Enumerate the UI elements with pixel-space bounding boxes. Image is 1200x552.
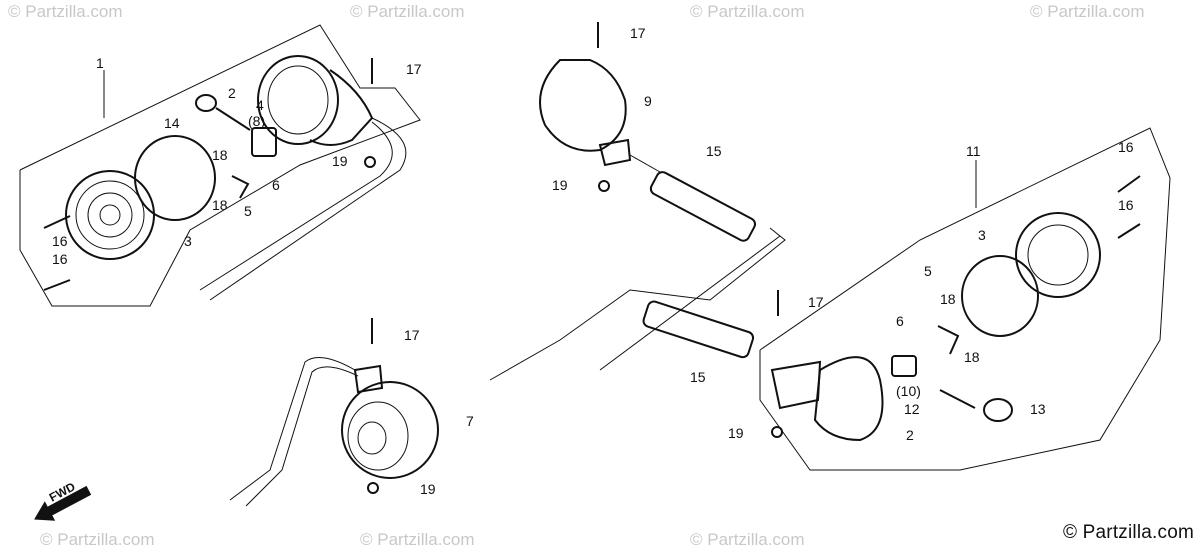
lens-rib	[347, 401, 409, 471]
callout-label: 17	[630, 25, 646, 41]
callout-label: 3	[978, 227, 986, 243]
watermark: © Partzilla.com	[690, 530, 805, 549]
relay-15-bottom	[642, 300, 755, 359]
left-assembly: 1 2 4 (8) 14 17 18 6 18 5 19 16 3 16	[19, 24, 422, 307]
watermark: © Partzilla.com	[1030, 2, 1145, 21]
wire-lead	[229, 357, 356, 501]
mount-bracket	[598, 138, 632, 167]
mount-bracket	[770, 360, 822, 410]
watermark: © Partzilla.com	[8, 2, 123, 21]
callout-label: 6	[272, 177, 280, 193]
wire-lead	[629, 154, 661, 173]
bulb-13	[983, 398, 1013, 422]
callout-label: 16	[1118, 139, 1134, 155]
fwd-arrow: FWD	[34, 479, 92, 521]
callout-label: 16	[52, 233, 68, 249]
wire-lead	[245, 366, 359, 507]
callout-label: 19	[420, 481, 436, 497]
lens-rib	[1027, 224, 1089, 286]
watermark-group: © Partzilla.com © Partzilla.com © Partzi…	[8, 2, 1145, 549]
lens-center	[357, 421, 387, 455]
wire-lead	[489, 227, 786, 381]
nut-19	[771, 426, 783, 438]
callout-label: 18	[964, 349, 980, 365]
copyright-text: © Partzilla.com	[1062, 522, 1194, 543]
arrow-icon	[34, 485, 92, 521]
callout-label: 2	[906, 427, 914, 443]
callout-label: 17	[808, 294, 824, 310]
callout-label: 5	[244, 203, 252, 219]
callout-label: 17	[406, 61, 422, 77]
callout-label: 6	[896, 313, 904, 329]
screw-16	[1117, 223, 1141, 239]
callout-label: 4	[256, 97, 264, 113]
lower-left-assembly: 17 7 19	[229, 318, 474, 507]
turn-signal-7	[341, 381, 439, 479]
callout-label: (10)	[896, 383, 921, 399]
assembly-outline-1	[19, 24, 421, 307]
callout-label: 15	[706, 143, 722, 159]
socket	[251, 127, 277, 157]
relay-15-top	[649, 171, 757, 242]
callout-label: 9	[644, 93, 652, 109]
nut-19	[364, 156, 376, 168]
contact-6-right	[937, 325, 960, 355]
callout-label: 3	[184, 233, 192, 249]
callout-label: 19	[332, 153, 348, 169]
right-assembly: 11 16 16 3 5 17 18 6 18 (10) 12 13 19 2	[728, 127, 1171, 471]
housing-stem	[309, 69, 374, 146]
screw-16	[43, 279, 71, 291]
callout-label: 19	[728, 425, 744, 441]
callout-label: 5	[924, 263, 932, 279]
housing-2-right	[813, 356, 884, 442]
socket-10	[891, 355, 917, 377]
callout-label: 2	[228, 85, 236, 101]
lens-3-right	[1015, 212, 1101, 298]
callout-label: (8)	[248, 113, 265, 129]
spring	[215, 107, 251, 131]
housing-2-left	[257, 55, 339, 145]
gasket-5-right	[961, 255, 1039, 337]
callout-label: 18	[212, 147, 228, 163]
spring	[939, 389, 976, 409]
housing-rim	[267, 65, 329, 135]
callout-label: 13	[1030, 401, 1046, 417]
lens-rib	[75, 180, 145, 250]
wire-lead	[199, 121, 393, 291]
callout-label: 19	[552, 177, 568, 193]
nut-19	[598, 180, 610, 192]
watermark: © Partzilla.com	[360, 530, 475, 549]
watermark: © Partzilla.com	[350, 2, 465, 21]
gasket-5-left	[134, 135, 216, 221]
callout-label: 17	[404, 327, 420, 343]
watermark: © Partzilla.com	[690, 2, 805, 21]
mount-bracket	[353, 364, 384, 394]
screw-16	[43, 215, 71, 229]
watermark: © Partzilla.com	[40, 530, 155, 549]
callout-label: 11	[966, 143, 981, 159]
contact-6-left	[231, 175, 250, 199]
callout-label: 14	[164, 115, 180, 131]
callout-label: 18	[212, 197, 228, 213]
turn-signal-9	[539, 59, 627, 152]
callout-label: 1	[96, 55, 104, 71]
callout-label: 18	[940, 291, 956, 307]
assembly-outline-11	[759, 127, 1171, 471]
callout-label: 16	[1118, 197, 1134, 213]
lens-3-left	[65, 170, 155, 260]
callout-label: 12	[904, 401, 920, 417]
wire-lead	[599, 235, 781, 371]
nut-19	[367, 482, 379, 494]
center-assembly: 17 9 15 19 15	[489, 22, 786, 385]
wire-lead	[209, 117, 407, 301]
callout-label: 15	[690, 369, 706, 385]
callout-label: 7	[466, 413, 474, 429]
bulb-14-left	[195, 94, 217, 112]
lens-center	[99, 204, 121, 226]
callout-label: 16	[52, 251, 68, 267]
lens-rib	[87, 192, 133, 238]
screw-16	[1117, 175, 1141, 193]
